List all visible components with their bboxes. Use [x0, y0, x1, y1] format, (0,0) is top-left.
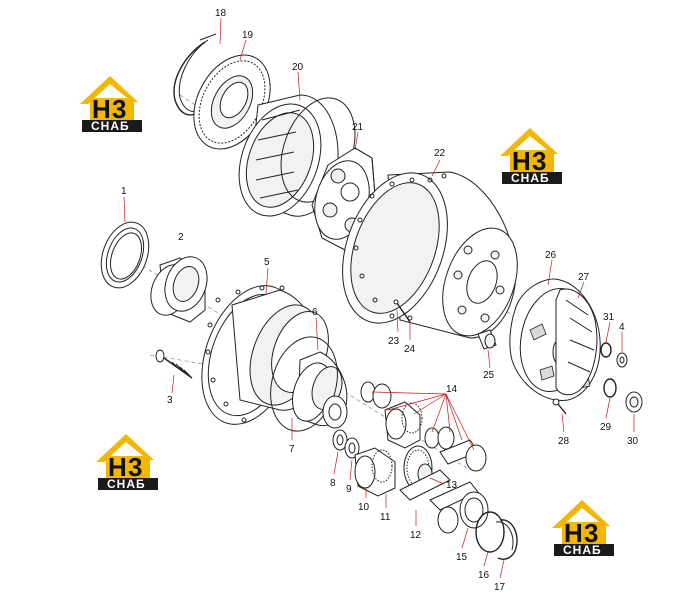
- label-27: 27: [578, 272, 590, 283]
- leader-lines: [123, 17, 635, 579]
- part-snap-ring-18: [173, 33, 217, 116]
- logo-word-snab: СНАБ: [563, 543, 602, 557]
- label-30: 30: [627, 436, 639, 447]
- logo-word-snab: СНАБ: [511, 171, 550, 185]
- part-screw-28: [552, 398, 567, 415]
- part-bolt-23-24: [393, 299, 411, 323]
- logo-letter-3: 3: [128, 452, 142, 482]
- label-21: 21: [352, 122, 364, 133]
- part-number-labels: 1 2 3 4 5 6 7 8 9 10 11 12 13 14 15 16 1…: [121, 8, 639, 593]
- label-15: 15: [456, 552, 468, 563]
- label-24: 24: [404, 344, 416, 355]
- logo-letter-h: H: [92, 94, 111, 124]
- logo-h3-snab-4: H 3 СНАБ: [552, 500, 614, 557]
- logo-letter-h: H: [512, 146, 531, 176]
- logo-letter-h: H: [564, 518, 583, 548]
- label-2: 2: [178, 232, 184, 243]
- label-7: 7: [289, 444, 295, 455]
- label-16: 16: [478, 570, 490, 581]
- part-nut-4: [616, 352, 628, 368]
- logo-letter-3: 3: [532, 146, 546, 176]
- label-12: 12: [410, 530, 422, 541]
- part-disk: [322, 395, 348, 429]
- part-planet-gears: [354, 381, 487, 534]
- part-bearing-2: [150, 256, 208, 323]
- label-26: 26: [545, 250, 557, 261]
- part-o-ring-29: [603, 378, 617, 398]
- label-5: 5: [264, 257, 270, 268]
- part-ring-16: [475, 511, 505, 553]
- label-28: 28: [558, 436, 570, 447]
- label-22: 22: [434, 148, 446, 159]
- part-ring-7: [270, 336, 338, 432]
- part-seal-ring-1: [100, 221, 150, 289]
- logo-letter-3: 3: [112, 94, 126, 124]
- part-washer-15: [459, 491, 489, 529]
- part-drum-housing-22: [342, 171, 518, 339]
- label-17: 17: [494, 582, 506, 593]
- label-6: 6: [312, 307, 318, 318]
- label-20: 20: [292, 62, 304, 73]
- label-19: 19: [242, 30, 254, 41]
- label-23: 23: [388, 336, 400, 347]
- part-bolt-3: [155, 349, 193, 379]
- part-washer-30: [625, 391, 643, 413]
- part-washer-8: [332, 429, 348, 451]
- label-31: 31: [603, 312, 615, 323]
- part-flange-hub-5: [201, 285, 329, 425]
- part-gear-ring-19: [193, 54, 271, 150]
- label-14: 14: [446, 384, 458, 395]
- label-25: 25: [483, 370, 495, 381]
- label-18: 18: [215, 8, 227, 19]
- part-ring-31: [600, 342, 612, 358]
- logo-letter-3: 3: [584, 518, 598, 548]
- label-9: 9: [346, 484, 352, 495]
- label-4: 4: [619, 322, 625, 333]
- part-snap-ring-17: [495, 519, 518, 560]
- part-ring-gear-20: [238, 94, 356, 217]
- part-plug-25: [477, 329, 497, 350]
- label-8: 8: [330, 478, 336, 489]
- label-10: 10: [358, 502, 370, 513]
- label-3: 3: [167, 395, 173, 406]
- label-29: 29: [600, 422, 612, 433]
- label-1: 1: [121, 186, 127, 197]
- logo-letter-h: H: [108, 452, 127, 482]
- logo-h3-snab-3: H 3 СНАБ: [96, 434, 158, 491]
- logo-word-snab: СНАБ: [91, 119, 130, 133]
- part-cover-plate-27: [555, 288, 598, 396]
- logo-h3-snab-2: H 3 СНАБ: [500, 128, 562, 185]
- label-13: 13: [446, 480, 458, 491]
- logo-word-snab: СНАБ: [107, 477, 146, 491]
- part-washer-9: [344, 437, 360, 459]
- logo-h3-snab-1: H 3 СНАБ: [80, 76, 142, 133]
- label-11: 11: [380, 512, 391, 523]
